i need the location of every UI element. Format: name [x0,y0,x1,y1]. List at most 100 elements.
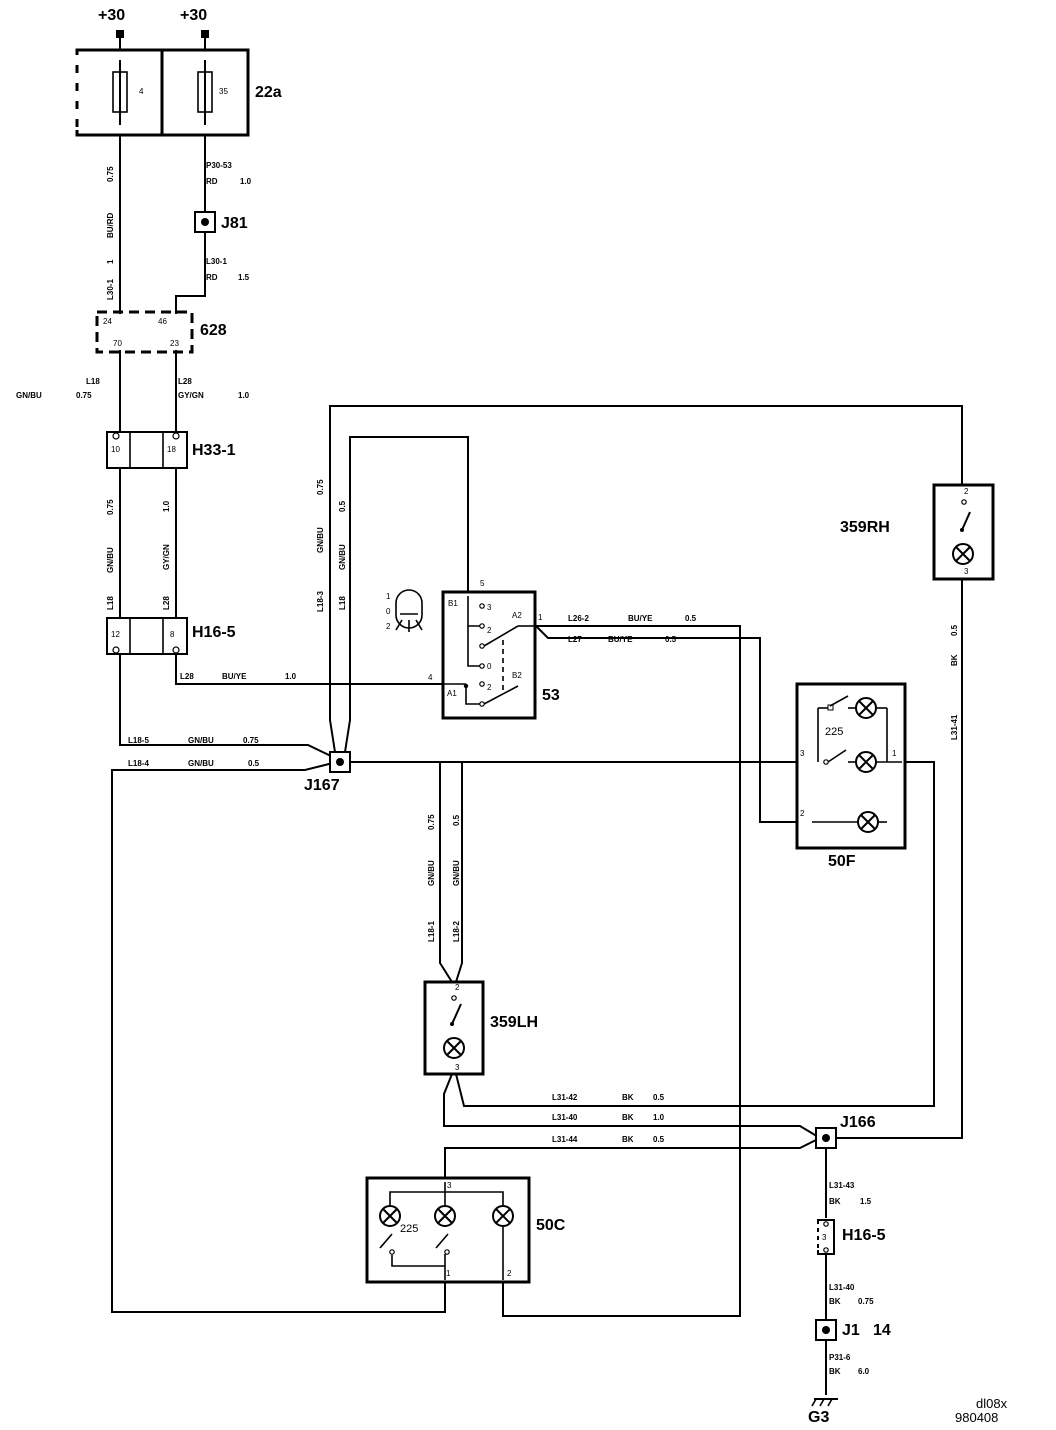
supply-terminals: +30 +30 [98,7,209,38]
svg-text:50C: 50C [536,1217,566,1234]
svg-text:L18-1: L18-1 [427,921,436,942]
svg-text:1.5: 1.5 [860,1197,872,1206]
svg-text:RD: RD [206,177,218,186]
svg-text:1.0: 1.0 [238,391,250,400]
svg-text:0: 0 [386,607,391,616]
fuse-left-number: 4 [139,87,144,96]
svg-text:H16-5: H16-5 [192,624,236,641]
ground-wire-labels: L31-42 BK 0.5 L31-40 BK 1.0 L31-44 BK 0.… [552,1093,665,1144]
svg-text:980408: 980408 [955,1410,998,1425]
svg-text:0.5: 0.5 [452,814,461,826]
svg-text:J81: J81 [221,215,248,232]
svg-text:2: 2 [800,809,805,818]
svg-text:1.0: 1.0 [240,177,252,186]
svg-text:L28: L28 [180,672,194,681]
switch-53: 5 B1 A2 1 4 A1 B2 3 2 0 2 53 [428,579,560,720]
svg-text:1.0: 1.0 [653,1113,665,1122]
bulb-icon [952,543,974,565]
svg-text:GN/BU: GN/BU [188,759,214,768]
svg-text:L18-3: L18-3 [316,591,325,612]
svg-text:GN/BU: GN/BU [106,547,115,573]
svg-text:0.75: 0.75 [427,814,436,830]
svg-text:L31-43: L31-43 [829,1181,855,1190]
bulb-icon [492,1205,514,1227]
svg-text:628: 628 [200,322,227,339]
svg-text:BU/RD: BU/RD [106,212,115,238]
bulb-icon [855,697,877,719]
svg-text:L18-5: L18-5 [128,736,149,745]
l18-4-wire-label: L18-4 GN/BU 0.5 [128,759,260,768]
top-wire-labels: 0.75 BU/RD 1 L30-1 P30-53 RD 1.0 L30-1 R… [106,161,252,300]
svg-text:L28: L28 [178,377,192,386]
splice-j167: J167 [304,751,351,794]
svg-text:L30-1: L30-1 [206,257,227,266]
svg-text:BU/YE: BU/YE [628,614,653,623]
svg-text:53: 53 [542,687,560,704]
svg-text:BK: BK [829,1197,841,1206]
ground-chain: L31-43 BK 1.5 3 H16-5 L31-40 BK 0.75 J1 … [808,1181,891,1426]
j167-upper-labels: 0.75 GN/BU L18-3 0.5 GN/BU L18 [316,479,347,612]
svg-text:0.75: 0.75 [858,1297,874,1306]
svg-text:A2: A2 [512,611,522,620]
bulb-icon [857,811,879,833]
svg-text:GN/BU: GN/BU [16,391,42,400]
bulb-icon [855,751,877,773]
svg-text:BK: BK [829,1297,841,1306]
svg-text:H33-1: H33-1 [192,442,236,459]
svg-text:2: 2 [507,1269,512,1278]
svg-text:0.75: 0.75 [106,499,115,515]
svg-text:5: 5 [480,579,485,588]
svg-text:3: 3 [800,749,805,758]
svg-text:24: 24 [103,317,112,326]
lamp-unit-50c: 3 1 2 225 50C [365,1176,566,1284]
svg-text:BK: BK [622,1113,634,1122]
svg-text:GN/BU: GN/BU [188,736,214,745]
svg-text:2: 2 [487,683,492,692]
svg-text:L18-4: L18-4 [128,759,149,768]
svg-text:0.75: 0.75 [316,479,325,495]
connector-j81: J81 [194,211,248,233]
l28-wire-label: L28 BU/YE 1.0 [180,672,297,681]
bulb-icon [379,1205,401,1227]
svg-text:70: 70 [113,339,122,348]
svg-text:0.5: 0.5 [685,614,697,623]
svg-text:H16-5: H16-5 [842,1227,886,1244]
connector-h16-5-lower [817,1219,835,1255]
svg-text:0: 0 [487,662,492,671]
svg-text:3: 3 [822,1233,827,1242]
svg-text:L26-2: L26-2 [568,614,589,623]
rh-wire-labels: 0.5 BK L31-41 [950,624,959,740]
svg-text:B1: B1 [448,599,458,608]
svg-text:0.5: 0.5 [665,635,677,644]
svg-text:23: 23 [170,339,179,348]
svg-text:BK: BK [622,1093,634,1102]
svg-text:BK: BK [950,654,959,666]
svg-text:P31-6: P31-6 [829,1353,851,1362]
svg-text:1.5: 1.5 [238,273,250,282]
svg-text:0.5: 0.5 [950,624,959,636]
svg-text:0.5: 0.5 [248,759,260,768]
svg-text:1: 1 [538,613,543,622]
svg-text:1.0: 1.0 [285,672,297,681]
svg-text:L31-44: L31-44 [552,1135,578,1144]
connector-628: 24 46 70 23 628 [95,310,227,354]
svg-text:L31-42: L31-42 [552,1093,578,1102]
lamp-unit-50f: 225 3 1 2 50F [795,682,907,870]
svg-text:RD: RD [206,273,218,282]
svg-text:L18: L18 [338,596,347,610]
fuse-right-number: 35 [219,87,228,96]
mid-left-labels: L18 GN/BU 0.75 L28 GY/GN 1.0 [16,377,250,400]
svg-text:3: 3 [487,603,492,612]
mid-vertical-labels: 0.75 GN/BU L18-1 0.5 GN/BU L18-2 [427,814,461,942]
svg-text:BK: BK [622,1135,634,1144]
svg-text:8: 8 [170,630,175,639]
drawing-reference: dl08x 980408 [955,1396,1008,1425]
fusebox-22a: 4 35 22a [75,48,282,137]
svg-text:J167: J167 [304,777,340,794]
svg-text:L27: L27 [568,635,582,644]
svg-text:359RH: 359RH [840,519,890,536]
fusebox-id: 22a [255,84,282,101]
l18-5-wire-label: L18-5 GN/BU 0.75 [128,736,259,745]
svg-text:46: 46 [158,317,167,326]
bulb-icon [443,1037,465,1059]
